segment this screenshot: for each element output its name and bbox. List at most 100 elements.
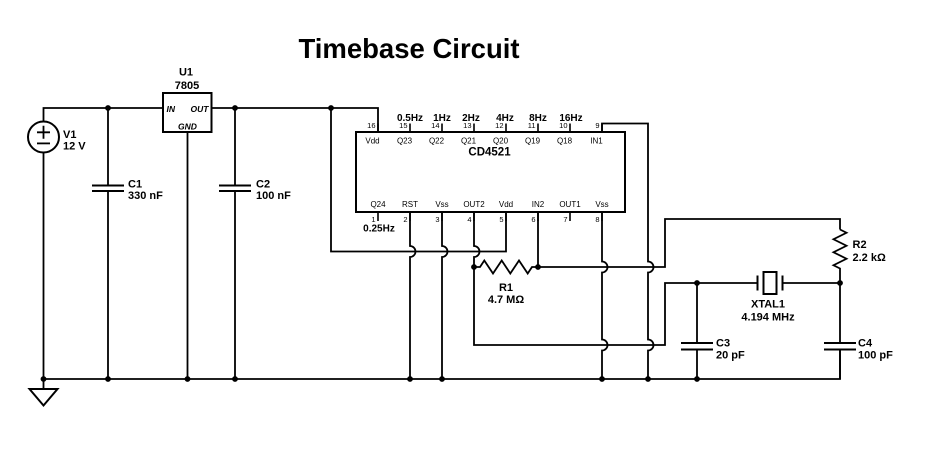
- c3-value-label: 20 pF: [716, 350, 745, 362]
- pin-number: 10: [559, 121, 567, 130]
- junction-dot: [599, 376, 605, 382]
- ic-bottom-pin-ticks: [377, 212, 603, 221]
- junction-dots: [40, 105, 843, 382]
- wire-pin8-vss-to-ground: [601, 212, 609, 379]
- pin-number: 2: [403, 215, 407, 224]
- u1-pin-in-label: IN: [167, 104, 176, 114]
- junction-dot: [645, 376, 651, 382]
- pin-name: Q18: [557, 137, 573, 146]
- pin-number: 1: [371, 215, 375, 224]
- u1-pin-gnd-label: GND: [178, 122, 197, 132]
- pin-number: 6: [531, 215, 535, 224]
- regulator-u1: U1 7805 IN OUT GND: [162, 67, 213, 133]
- c2-plates: [219, 184, 251, 192]
- pin-number: 7: [563, 215, 567, 224]
- c4-value-label: 100 pF: [858, 350, 893, 362]
- pin-number: 8: [595, 215, 599, 224]
- c1-plates: [92, 184, 124, 192]
- junction-dot: [232, 376, 238, 382]
- ic-name-label: CD4521: [468, 147, 511, 159]
- voltage-source-v1: V1 12 V: [27, 120, 86, 154]
- freq-label: 8Hz: [529, 113, 547, 124]
- freq-label: 0.5Hz: [397, 113, 423, 124]
- pin-name: IN2: [532, 200, 545, 209]
- wire-5v-branch-to-pin5: [330, 108, 507, 253]
- c3-ref-label: C3: [716, 338, 730, 350]
- pin-number: 12: [495, 121, 503, 130]
- junction-dot: [184, 376, 191, 382]
- wire-pin9-in1-to-ground: [601, 122, 655, 379]
- pin-name: OUT2: [463, 200, 485, 209]
- c4-ref-label: C4: [858, 338, 873, 350]
- pin-number: 14: [431, 121, 439, 130]
- pin-name: Vdd: [499, 200, 513, 209]
- junction-dot: [439, 376, 445, 382]
- pin-number: 16: [367, 121, 375, 130]
- pin-number: 9: [595, 121, 599, 130]
- pin-name: Vdd: [365, 137, 379, 146]
- pin-name: Q24: [370, 200, 386, 209]
- c2-value-label: 100 nF: [256, 190, 291, 202]
- junction-dot: [471, 264, 477, 270]
- pin-number: 13: [463, 121, 471, 130]
- xtal1-ref-label: XTAL1: [751, 299, 785, 311]
- junction-dot: [837, 280, 843, 286]
- regulator-body: [162, 92, 213, 133]
- junction-dot: [232, 105, 238, 111]
- ic-body: [355, 131, 626, 213]
- pin-number: 15: [399, 121, 407, 130]
- freq-label: 4Hz: [496, 113, 514, 124]
- c3-plates: [681, 342, 713, 351]
- junction-dot: [105, 105, 111, 111]
- v1-ref-label: V1: [63, 129, 76, 141]
- c1-ref-label: C1: [128, 179, 142, 191]
- resistor-r1: R1 4.7 MΩ: [474, 258, 538, 306]
- junction-dot: [40, 376, 47, 382]
- resistor-r2: R2 2.2 kΩ: [831, 228, 886, 283]
- r1-value-label: 4.7 MΩ: [488, 294, 525, 306]
- pin-number: 5: [499, 215, 503, 224]
- r1-ref-label: R1: [499, 282, 513, 294]
- v1-value-label: 12 V: [63, 141, 86, 153]
- ground-triangle-icon: [27, 388, 60, 408]
- freq-label: 16Hz: [559, 113, 582, 124]
- capacitor-c1: C1 330 nF: [92, 179, 163, 202]
- wire-pin2-to-ground: [409, 212, 417, 379]
- plus-icon: [37, 125, 50, 139]
- crystal-plates: [756, 275, 784, 291]
- u1-part-label: 7805: [175, 80, 199, 92]
- wire-pin4-out2-to-crystal: [473, 212, 840, 346]
- r2-value-label: 2.2 kΩ: [853, 252, 886, 264]
- pin-name: OUT1: [559, 200, 581, 209]
- pin-name: Q22: [429, 137, 445, 146]
- capacitor-c3: C3 20 pF: [681, 338, 745, 362]
- junction-dot: [694, 376, 700, 382]
- pin-name: Vss: [595, 200, 608, 209]
- junction-dot: [105, 376, 111, 382]
- c1-value-label: 330 nF: [128, 190, 163, 202]
- r1-zigzag: [474, 258, 538, 276]
- wire-v1-to-regulator-in: [42, 107, 163, 122]
- xtal1-value-label: 4.194 MHz: [741, 312, 795, 324]
- crystal-xtal1: XTAL1 4.194 MHz: [741, 271, 795, 324]
- pin-number: 11: [528, 121, 536, 130]
- pin-name: Q19: [525, 137, 541, 146]
- ground-symbol: [27, 379, 60, 408]
- wire-in2-to-r2-top: [538, 218, 841, 268]
- junction-dot: [535, 264, 541, 270]
- voltage-source-circle: [27, 120, 60, 154]
- pin-number: 4: [467, 215, 471, 224]
- crystal-body: [762, 271, 778, 295]
- junction-dot: [694, 280, 700, 286]
- r2-zigzag: [831, 228, 849, 283]
- ic-top-pin-ticks: [377, 123, 603, 132]
- wires: [42, 107, 841, 380]
- pin-name: Q20: [493, 137, 509, 146]
- u1-ref-label: U1: [179, 67, 193, 79]
- c2-ref-label: C2: [256, 179, 270, 191]
- capacitor-c4: C4 100 pF: [824, 338, 893, 362]
- pin-name: IN1: [590, 137, 603, 146]
- u1-pin-out-label: OUT: [191, 104, 210, 114]
- pin-name: Q23: [397, 137, 413, 146]
